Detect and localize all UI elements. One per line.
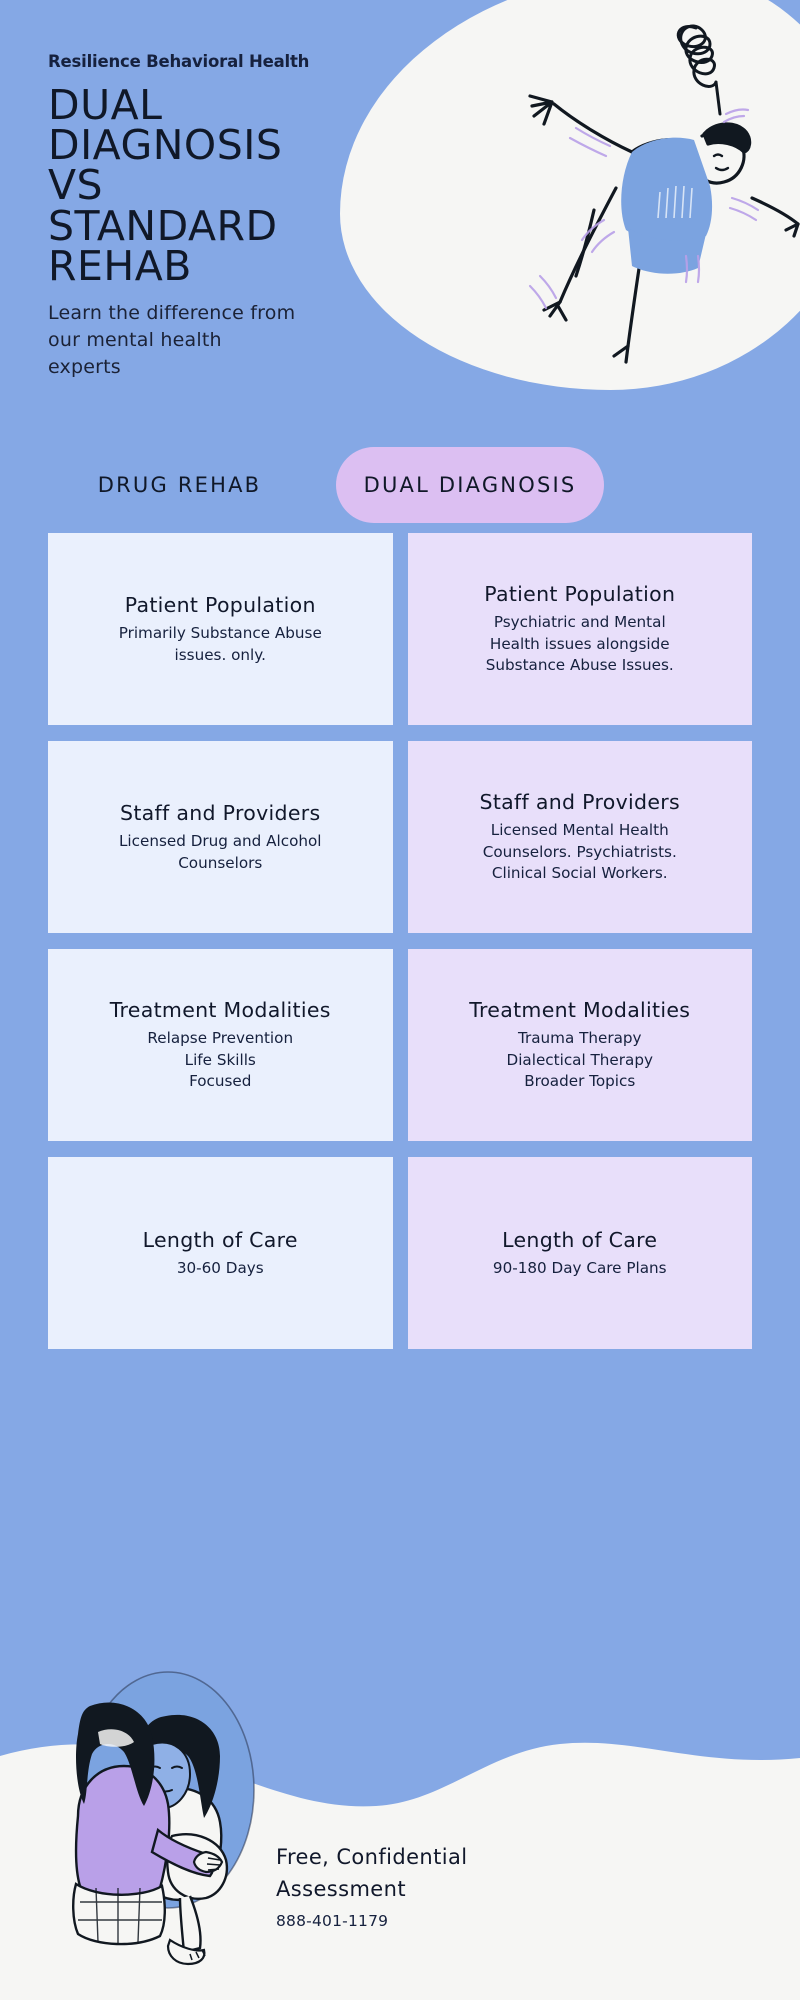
cell-body: Psychiatric and Mental Health issues alo… [486,612,674,677]
cell-body-line: Health issues alongside [489,634,670,653]
cell-drug-rehab-length-of-care: Length of Care 30-60 Days [48,1157,393,1349]
cell-body-line: Trauma Therapy [517,1029,642,1048]
cell-body-line: Clinical Social Workers. [491,864,668,883]
cell-body-line: Primarily Substance Abuse [118,624,322,643]
hero-background-blob [340,0,800,390]
cell-drug-rehab-patient-population: Patient Population Primarily Substance A… [48,533,393,725]
cell-body-line: 90-180 Day Care Plans [492,1258,667,1277]
cell-dual-diagnosis-length-of-care: Length of Care 90-180 Day Care Plans [407,1157,752,1349]
cell-body-line: Substance Abuse Issues. [485,656,674,675]
page-subtitle: Learn the difference from our mental hea… [48,301,296,378]
person-falling-illustration [528,24,800,364]
comparison-grid: Patient Population Primarily Substance A… [48,533,752,1365]
cell-body-line: Counselors. Psychiatrists. [482,842,677,861]
column-header-drug-rehab: DRUG REHAB [97,473,262,497]
cell-title: Patient Population [484,582,676,607]
cell-body-line: Relapse Prevention [147,1029,294,1048]
headline-line-1: DUAL [48,81,163,129]
cell-title: Length of Care [142,1227,298,1252]
headline-line-2: DIAGNOSIS [48,121,283,170]
cell-body: 30-60 Days [177,1258,264,1280]
headline-line-5: REHAB [48,241,192,290]
brand-name: Resilience Behavioral Health [48,52,310,71]
cell-title: Treatment Modalities [109,998,331,1023]
cell-drug-rehab-treatment-modalities: Treatment Modalities Relapse Prevention … [48,949,393,1141]
header-text-block: Resilience Behavioral Health DUAL DIAGNO… [48,52,378,381]
comparison-column-headers: DRUG REHAB DUAL DIAGNOSIS [48,447,752,523]
cell-body-line: Psychiatric and Mental [493,613,666,632]
cell-body: Trauma Therapy Dialectical Therapy Broad… [507,1028,653,1093]
cell-dual-diagnosis-patient-population: Patient Population Psychiatric and Menta… [407,533,752,725]
cell-body-line: Counselors [178,853,263,872]
headline-line-3: VS [48,161,104,210]
cell-body: Licensed Mental Health Counselors. Psych… [483,820,677,885]
cta-line-2: Assessment [276,1877,406,1902]
cell-body: Licensed Drug and Alcohol Counselors [119,831,322,874]
table-row: Length of Care 30-60 Days Length of Care… [48,1157,752,1349]
table-row: Treatment Modalities Relapse Prevention … [48,949,752,1141]
two-people-comforting-illustration [72,1671,255,1966]
cell-body-line: Broader Topics [524,1072,636,1091]
cell-body-line: Life Skills [184,1050,256,1069]
contact-phone-number[interactable]: 888-401-1179 [276,1912,389,1930]
cell-dual-diagnosis-treatment-modalities: Treatment Modalities Trauma Therapy Dial… [407,949,752,1141]
cell-body: 90-180 Day Care Plans [493,1258,667,1280]
cell-title: Length of Care [502,1227,658,1252]
cell-body-line: Licensed Mental Health [490,821,669,840]
headline-line-4: STANDARD [48,201,278,250]
purple-sweater [74,1764,171,1901]
cell-title: Treatment Modalities [469,998,691,1023]
column-header-dual-diagnosis: DUAL DIAGNOSIS [336,447,604,523]
cell-body-line: 30-60 Days [176,1258,264,1277]
cell-title: Patient Population [124,592,316,617]
cta-line-1: Free, Confidential [276,1845,468,1870]
cell-body-line: Focused [189,1072,252,1091]
shirt-shape [621,137,713,244]
cell-title: Staff and Providers [479,790,680,815]
spiral-squiggle-icon [676,24,722,116]
cell-body-line: Licensed Drug and Alcohol [118,832,322,851]
cell-body-line: Dialectical Therapy [506,1050,653,1069]
cell-title: Staff and Providers [120,800,321,825]
cell-body: Relapse Prevention Life Skills Focused [147,1028,293,1093]
cell-body-line: issues. only. [174,645,266,664]
cell-body: Primarily Substance Abuse issues. only. [119,623,322,666]
page-title: DUAL DIAGNOSIS VS STANDARD REHAB [48,81,378,290]
footer-cta-block: Free, Confidential Assessment 888-401-11… [276,1842,606,1930]
table-row: Patient Population Primarily Substance A… [48,533,752,725]
table-row: Staff and Providers Licensed Drug and Al… [48,741,752,933]
cell-drug-rehab-staff-providers: Staff and Providers Licensed Drug and Al… [48,741,393,933]
cell-dual-diagnosis-staff-providers: Staff and Providers Licensed Mental Heal… [407,741,752,933]
